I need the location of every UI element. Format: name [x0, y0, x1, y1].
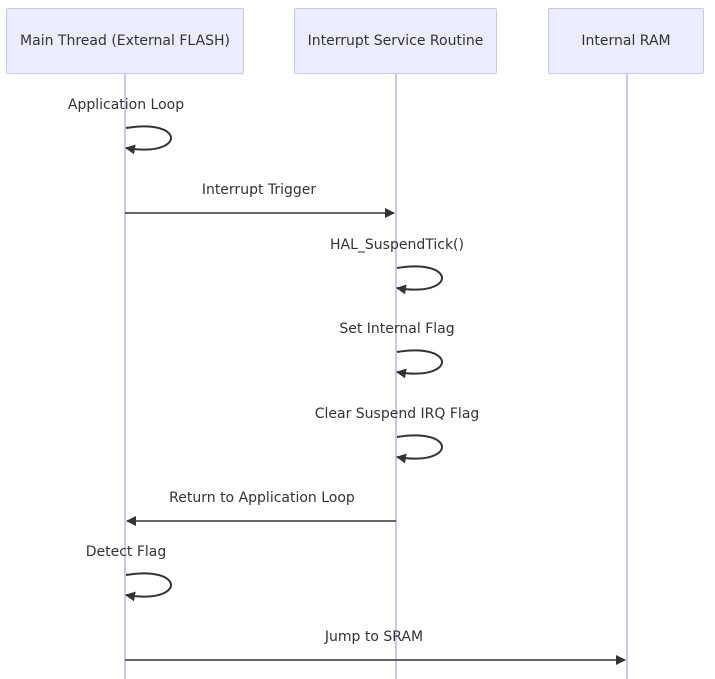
- participant-label: Main Thread (External FLASH): [20, 33, 230, 49]
- self-message-arrow: [396, 434, 443, 464]
- message-label: Interrupt Trigger: [201, 182, 317, 198]
- message-label: Clear Suspend IRQ Flag: [314, 406, 480, 422]
- participant-internal-ram: Internal RAM: [548, 8, 704, 74]
- message-label: HAL_SuspendTick(): [330, 237, 464, 253]
- message-label: Application Loop: [67, 97, 185, 113]
- message-label: Return to Application Loop: [169, 490, 355, 506]
- message-label: Jump to SRAM: [324, 629, 424, 645]
- participant-label: Internal RAM: [581, 33, 671, 49]
- participant-main-thread: Main Thread (External FLASH): [6, 8, 244, 74]
- message-label: Set Internal Flag: [339, 321, 455, 337]
- participant-label: Interrupt Service Routine: [307, 33, 484, 49]
- self-message-arrow: [396, 349, 443, 379]
- self-message-arrow: [396, 265, 443, 295]
- self-message-arrow: [125, 572, 172, 602]
- message-label: Detect Flag: [85, 544, 167, 560]
- participant-interrupt-service-routine: Interrupt Service Routine: [294, 8, 497, 74]
- self-message-arrow: [125, 125, 172, 155]
